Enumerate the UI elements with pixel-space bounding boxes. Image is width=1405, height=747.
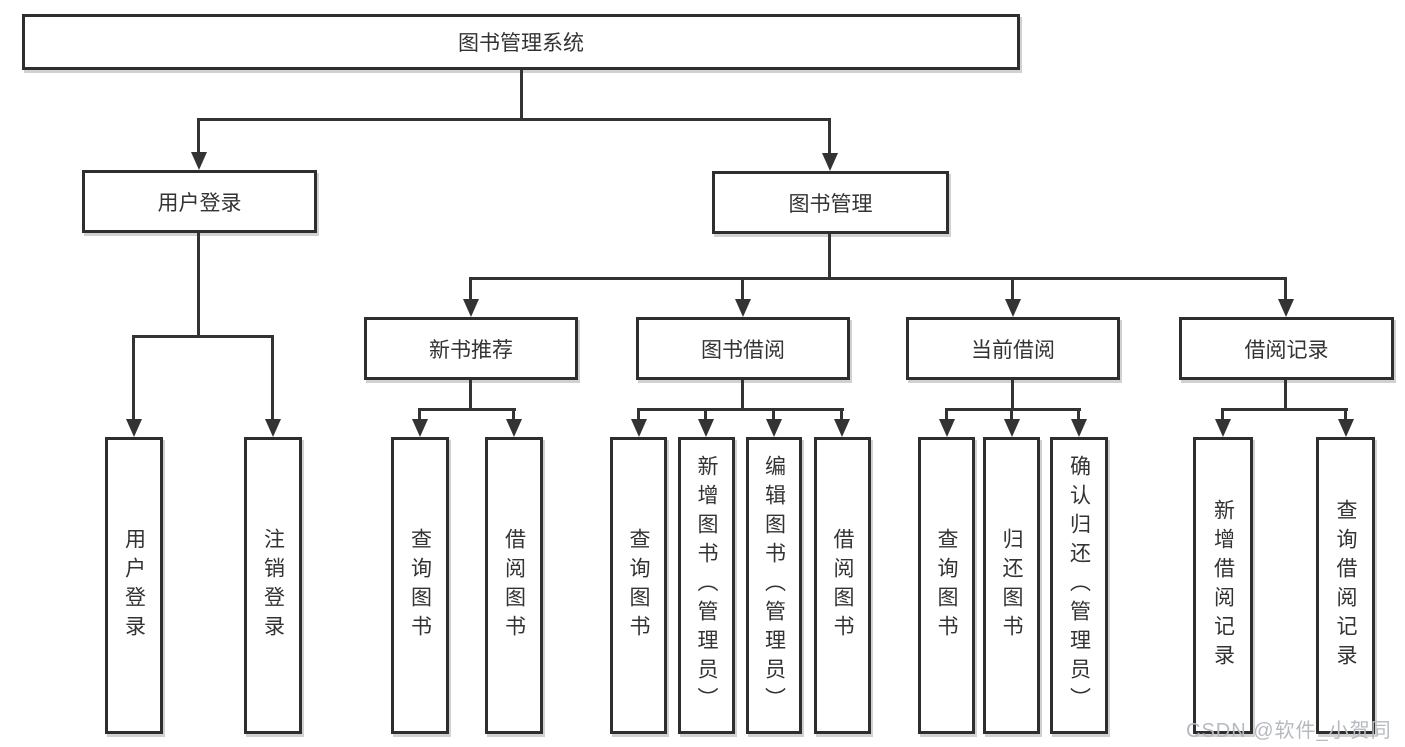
leaf-query-book-current: 查询图书 <box>918 437 975 734</box>
node-current-borrow: 当前借阅 <box>906 317 1120 380</box>
connector-drop <box>1011 277 1014 301</box>
connector-book-management-stem <box>828 234 831 280</box>
leaf-query-book-recommend: 查询图书 <box>391 437 449 734</box>
arrow-down-icon <box>1071 419 1087 437</box>
node-borrow-record: 借阅记录 <box>1179 317 1394 380</box>
node-book-management: 图书管理 <box>712 171 949 234</box>
node-library-management-system: 图书管理系统 <box>22 14 1020 70</box>
connector-drop <box>945 408 948 420</box>
arrow-down-icon <box>1278 299 1294 317</box>
leaf-borrow-book-recommend: 借阅图书 <box>485 437 543 734</box>
arrow-down-icon <box>766 419 782 437</box>
connector-branch <box>418 408 516 411</box>
connector-drop <box>1010 408 1013 420</box>
leaf-borrow-book: 借阅图书 <box>814 437 871 734</box>
arrow-down-icon <box>631 419 647 437</box>
arrow-down-icon <box>463 299 479 317</box>
arrow-down-icon <box>191 152 207 170</box>
connector-user-login-stem <box>197 233 200 338</box>
leaf-edit-book-admin: 编辑图书（管理员） <box>746 437 802 734</box>
connector-drop <box>418 408 421 420</box>
connector-drop <box>512 408 515 420</box>
arrow-down-icon <box>735 299 751 317</box>
node-book-borrow: 图书借阅 <box>636 317 850 380</box>
arrow-down-icon <box>265 419 281 437</box>
leaf-user-login: 用户登录 <box>105 437 163 734</box>
connector-branch <box>945 408 1081 411</box>
connector-drop <box>1221 408 1224 420</box>
node-new-book-recommend: 新书推荐 <box>364 317 578 380</box>
arrow-down-icon <box>822 153 838 171</box>
connector-stem <box>1011 380 1014 411</box>
connector-drop <box>840 408 843 420</box>
connector-drop <box>132 335 135 420</box>
connector-drop <box>828 118 831 155</box>
leaf-query-book-borrow: 查询图书 <box>610 437 667 734</box>
connector-drop <box>1344 408 1347 420</box>
connector-branch <box>1221 408 1348 411</box>
connector-drop <box>704 408 707 420</box>
connector-drop <box>271 335 274 420</box>
connector-branch <box>637 408 844 411</box>
arrow-down-icon <box>1215 419 1231 437</box>
leaf-logout-login: 注销登录 <box>244 437 302 734</box>
arrow-down-icon <box>1004 419 1020 437</box>
arrow-down-icon <box>834 419 850 437</box>
connector-book-management-branch <box>469 277 1287 280</box>
arrow-down-icon <box>506 419 522 437</box>
arrow-down-icon <box>1005 299 1021 317</box>
connector-drop <box>637 408 640 420</box>
node-user-login: 用户登录 <box>82 170 317 233</box>
connector-drop <box>469 277 472 301</box>
leaf-return-book: 归还图书 <box>983 437 1040 734</box>
connector-user-login-branch <box>132 335 274 338</box>
leaf-query-borrow-record: 查询借阅记录 <box>1316 437 1375 734</box>
leaf-confirm-return-admin: 确认归还（管理员） <box>1050 437 1108 734</box>
connector-root-branch <box>197 118 831 121</box>
connector-drop <box>772 408 775 420</box>
csdn-watermark: CSDN @软件_小贺同学 <box>1186 720 1392 742</box>
arrow-down-icon <box>412 419 428 437</box>
arrow-down-icon <box>939 419 955 437</box>
connector-root-stem <box>520 70 523 121</box>
connector-stem <box>1284 380 1287 411</box>
connector-drop <box>1077 408 1080 420</box>
connector-drop <box>197 118 200 154</box>
leaf-add-book-admin: 新增图书（管理员） <box>678 437 735 734</box>
connector-stem <box>741 380 744 411</box>
leaf-add-borrow-record: 新增借阅记录 <box>1193 437 1253 734</box>
arrow-down-icon <box>1338 419 1354 437</box>
arrow-down-icon <box>126 419 142 437</box>
connector-stem <box>469 380 472 411</box>
connector-drop <box>1284 277 1287 301</box>
connector-drop <box>741 277 744 301</box>
arrow-down-icon <box>698 419 714 437</box>
